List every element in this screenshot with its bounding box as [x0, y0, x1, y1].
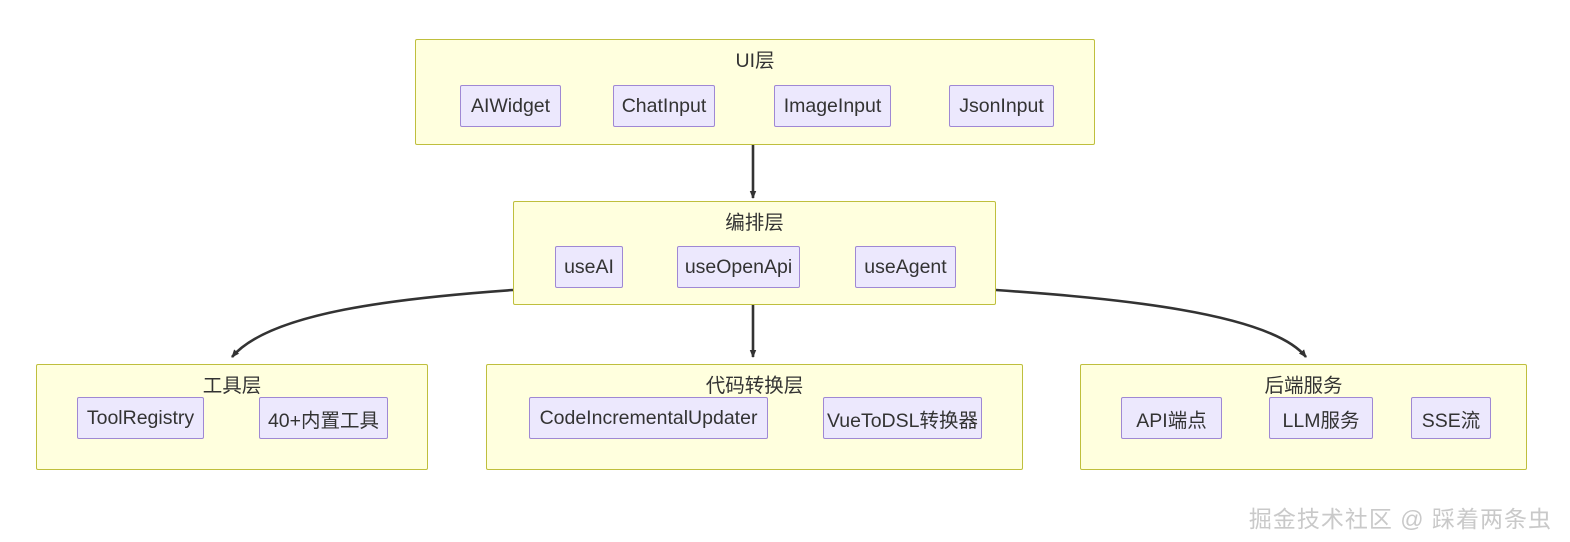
subgraph-title-code-transform-layer: 代码转换层	[705, 375, 804, 397]
node-toolregistry[interactable]: ToolRegistry	[77, 397, 204, 439]
edge-orchestration-to-backend	[995, 288, 1308, 358]
node-useai[interactable]: useAI	[555, 246, 623, 288]
node-useagent[interactable]: useAgent	[855, 246, 956, 288]
subgraph-title-ui-layer: UI层	[735, 50, 775, 72]
subgraph-title-orchestration-layer: 编排层	[725, 212, 784, 234]
subgraph-orchestration-layer[interactable]: 编排层 useAI useOpenApi useAgent	[513, 201, 996, 305]
node-sse-stream[interactable]: SSE流	[1411, 397, 1491, 439]
node-vuetodsl-converter[interactable]: VueToDSL转换器	[823, 397, 982, 439]
node-api-endpoint[interactable]: API端点	[1121, 397, 1222, 439]
node-chatinput[interactable]: ChatInput	[613, 85, 715, 127]
subgraph-backend-services[interactable]: 后端服务 API端点 LLM服务 SSE流	[1080, 364, 1527, 470]
node-aiwidget[interactable]: AIWidget	[460, 85, 561, 127]
subgraph-tool-layer[interactable]: 工具层 ToolRegistry 40+内置工具	[36, 364, 428, 470]
subgraph-ui-layer[interactable]: UI层 AIWidget ChatInput ImageInput JsonIn…	[415, 39, 1095, 145]
node-imageinput[interactable]: ImageInput	[774, 85, 891, 127]
node-jsoninput[interactable]: JsonInput	[949, 85, 1054, 127]
watermark-text: 掘金技术社区 @ 踩着两条虫	[1248, 506, 1552, 532]
subgraph-title-tool-layer: 工具层	[202, 375, 262, 397]
node-builtin-tools[interactable]: 40+内置工具	[259, 397, 388, 439]
edge-orchestration-to-tools	[231, 288, 514, 358]
subgraph-code-transform-layer[interactable]: 代码转换层 CodeIncrementalUpdater VueToDSL转换器	[486, 364, 1023, 470]
node-useopenapi[interactable]: useOpenApi	[677, 246, 800, 288]
node-codeincrementalupdater[interactable]: CodeIncrementalUpdater	[529, 397, 768, 439]
subgraph-title-backend-services: 后端服务	[1264, 375, 1343, 397]
node-llm-service[interactable]: LLM服务	[1269, 397, 1373, 439]
